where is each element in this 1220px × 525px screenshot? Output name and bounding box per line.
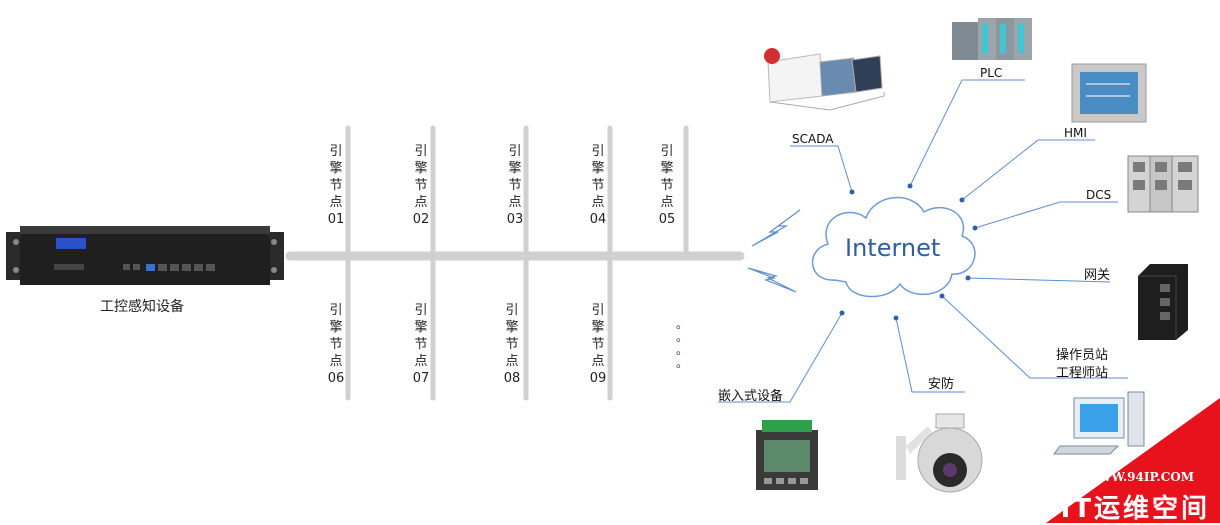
device-label: 工控感知设备 [100, 299, 184, 315]
engine-node-07: 引擎节点 07 [409, 302, 433, 387]
engine-node-char: 点 [414, 354, 428, 369]
security-label: 安防 [928, 377, 955, 392]
engine-node-char: 引 [508, 144, 522, 159]
plc-icon [952, 18, 1032, 60]
engine-node-char: 引 [329, 303, 343, 318]
engine-node-char: 点 [660, 195, 674, 210]
engine-node-char: 点 [591, 354, 605, 369]
engine-node-char: 引 [329, 144, 343, 159]
hmi-label: HMI [1064, 126, 1087, 140]
engine-node-number: 03 [506, 212, 524, 227]
engine-node-char: 擎 [591, 320, 605, 335]
plc-label: PLC [980, 66, 1003, 80]
embedded-device-icon [756, 420, 818, 490]
engine-node-char: 擎 [508, 161, 522, 176]
engine-node-06: 引擎节点 06 [324, 302, 348, 387]
watermark-banner [1046, 398, 1220, 523]
engine-node-char: 点 [414, 195, 428, 210]
gateway-icon [1138, 264, 1188, 340]
engine-node-char: 擎 [591, 161, 605, 176]
internet-cloud-icon [812, 196, 976, 298]
engine-node-char: 擎 [414, 161, 428, 176]
callout-lines [718, 79, 1128, 403]
node-lines [345, 125, 689, 401]
engine-node-number: 01 [327, 212, 345, 227]
engine-node-char: 节 [660, 178, 674, 193]
engine-node-char: 点 [508, 195, 522, 210]
engine-node-char: 节 [414, 178, 428, 193]
engine-node-char: 节 [591, 178, 605, 193]
engine-node-05: 引擎节点 05 [655, 143, 679, 228]
watermark-name: IT运维空间 [1060, 494, 1210, 524]
engine-node-number: 05 [658, 212, 676, 227]
engine-node-char: 节 [329, 337, 343, 352]
gateway-label: 网关 [1084, 268, 1111, 283]
embedded-device-label: 嵌入式设备 [718, 389, 784, 404]
callout-dots [839, 183, 978, 321]
engine-node-char: 节 [508, 178, 522, 193]
engine-node-number: 06 [327, 371, 345, 386]
device-lcd [56, 238, 86, 249]
engine-node-number: 02 [412, 212, 430, 227]
engine-node-number: 09 [589, 371, 607, 386]
engineer-station-label: 工程师站 [1056, 366, 1109, 381]
dcs-label: DCS [1086, 188, 1112, 202]
engine-node-char: 擎 [505, 320, 519, 335]
engine-node-char: 引 [414, 144, 428, 159]
engine-node-char: 引 [591, 144, 605, 159]
engine-node-char: 节 [329, 178, 343, 193]
engine-node-char: 点 [505, 354, 519, 369]
engine-node-char: 引 [505, 303, 519, 318]
watermark-url: WWW.94IP.COM [1084, 470, 1194, 484]
engine-node-char: 擎 [414, 320, 428, 335]
engine-node-number: 07 [412, 371, 430, 386]
engine-node-number: 08 [503, 371, 521, 386]
wireless-signal-icon [747, 209, 801, 293]
engine-node-char: 节 [505, 337, 519, 352]
operator-station-label: 操作员站 [1056, 348, 1109, 363]
engine-node-03: 引擎节点 03 [503, 143, 527, 228]
engine-node-number: 04 [589, 212, 607, 227]
appliance-device [6, 226, 284, 285]
hmi-icon [1071, 63, 1147, 123]
engine-node-09: 引擎节点 09 [586, 302, 610, 387]
more-nodes-marker: 。。。。 [676, 317, 689, 370]
engine-node-char: 节 [591, 337, 605, 352]
engine-node-char: 引 [660, 144, 674, 159]
scada-software-icon [764, 48, 885, 111]
engine-node-01: 引擎节点 01 [324, 143, 348, 228]
workstation-icon [1053, 391, 1145, 455]
engine-node-char: 引 [414, 303, 428, 318]
engine-node-char: 擎 [660, 161, 674, 176]
security-camera-icon [896, 413, 983, 493]
engine-node-char: 节 [414, 337, 428, 352]
dcs-cabinet-icon [1127, 155, 1199, 213]
internet-label: Internet [845, 234, 941, 262]
engine-node-char: 点 [329, 354, 343, 369]
engine-node-char: 引 [591, 303, 605, 318]
engine-node-04: 引擎节点 04 [586, 143, 610, 228]
engine-node-char: 擎 [329, 161, 343, 176]
engine-node-char: 擎 [329, 320, 343, 335]
engine-node-char: 点 [329, 195, 343, 210]
scada-label: SCADA [792, 132, 834, 146]
engine-node-08: 引擎节点 08 [500, 302, 524, 387]
engine-node-02: 引擎节点 02 [409, 143, 433, 228]
engine-node-char: 点 [591, 195, 605, 210]
